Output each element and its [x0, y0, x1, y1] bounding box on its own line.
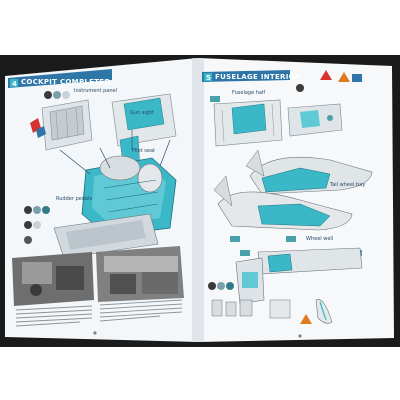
small-parts-group: [211, 299, 291, 319]
right-page-number-marker: [298, 334, 302, 338]
cockpit-tub: [81, 155, 177, 237]
callout-label: Pilot seat: [132, 148, 155, 154]
callout-label: Tail wheel bay: [329, 182, 365, 188]
left-step-number: 4: [12, 80, 17, 88]
warning-sign-icon: [30, 118, 46, 138]
fuselage-half-lower: [213, 175, 353, 231]
right-step-number: 5: [206, 74, 211, 82]
paint-drop-icon: [24, 206, 32, 214]
cockpit-floor: [53, 213, 159, 259]
right-header-band: [202, 70, 290, 82]
paint-drop-icon: [33, 221, 41, 229]
paint-drop-icon: [33, 206, 41, 214]
paint-drop-icon: [53, 91, 61, 99]
fuselage-half-upper: [245, 149, 373, 195]
callout-label: Instrument panel: [74, 88, 117, 94]
left-header-band: [8, 69, 112, 88]
callout-label: Wheel well: [306, 236, 333, 242]
fuselage-interior-panel: [213, 99, 283, 147]
text-block-left: [15, 299, 183, 327]
caution-icon: [300, 314, 312, 324]
propeller-blade: [315, 299, 333, 324]
left-page-number-marker: [93, 331, 97, 335]
left-page-heading: COCKPIT COMPLETED: [21, 78, 111, 86]
assembly-arrows: [59, 139, 171, 175]
left-step-badge: [10, 79, 18, 87]
callout-label: Rudder pedals: [56, 196, 92, 202]
paint-drop-icon: [62, 91, 70, 99]
paint-drop-icon: [226, 282, 234, 290]
cockpit-frame-assembly: [41, 99, 93, 151]
paint-drop-icon: [208, 282, 216, 290]
paint-drop-icon: [44, 91, 52, 99]
reference-photo-left: [12, 252, 94, 306]
paint-drop-icon: [24, 221, 32, 229]
reference-photo-right: [96, 246, 184, 302]
paint-swatches-left: [24, 91, 70, 244]
paint-swatches-right: [208, 84, 304, 290]
page-spine-shadow: [192, 58, 204, 342]
paint-drop-icon: [24, 236, 32, 244]
paint-drop-icon: [42, 206, 50, 214]
paint-drop-icon: [217, 282, 225, 290]
right-page-heading: FUSELAGE INTERIOR: [215, 73, 301, 81]
right-step-badge: [204, 73, 212, 81]
callout-label: Fuselage half: [232, 90, 265, 96]
caution-icons: [320, 70, 362, 82]
side-frame-assembly: [287, 103, 343, 137]
paint-drop-icon: [296, 84, 304, 92]
lower-fuselage-assembly: [235, 247, 363, 305]
callout-label: Gun sight: [130, 110, 154, 116]
